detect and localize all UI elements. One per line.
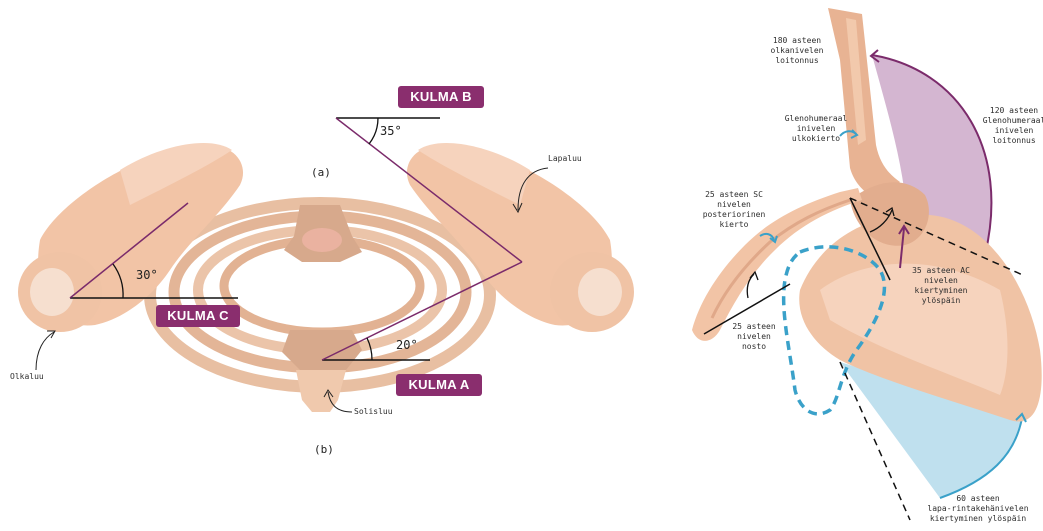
olkaluu-label: Olkaluu [10,372,44,382]
kulma-c-angle-value: 30° [136,268,158,282]
solisluu-label: Solisluu [354,407,393,417]
glenohumeraal-120-label: 120 asteen Glenohumeraal inivelen loiton… [974,106,1043,146]
sc-posterior-25-label: 25 asteen SC nivelen posteriorinen kiert… [698,190,770,230]
kulma-a-badge: KULMA A [396,374,482,396]
lapa-rinta-60-label: 60 asteen lapa-rintakehänivelen kiertymi… [918,494,1038,524]
olkanivel-180-label: 180 asteen olkanivelen loitonnus [762,36,832,66]
glenohumeraal-ulkokierto-label: Glenohumeraal inivelen ulkokierto [778,114,854,144]
kulma-a-angle-value: 20° [396,338,418,352]
lapaluu-label: Lapaluu [548,154,582,164]
subfigure-a-label: (a) [311,166,331,179]
nosto-25-label: 25 asteen nivelen nosto [726,322,782,352]
kulma-c-badge: KULMA C [156,305,240,327]
kulma-b-badge: KULMA B [398,86,484,108]
kulma-b-angle-value: 35° [380,124,402,138]
ac-35-label: 35 asteen AC nivelen kiertyminen ylöspäi… [906,266,976,306]
subfigure-b-label: (b) [314,443,334,456]
